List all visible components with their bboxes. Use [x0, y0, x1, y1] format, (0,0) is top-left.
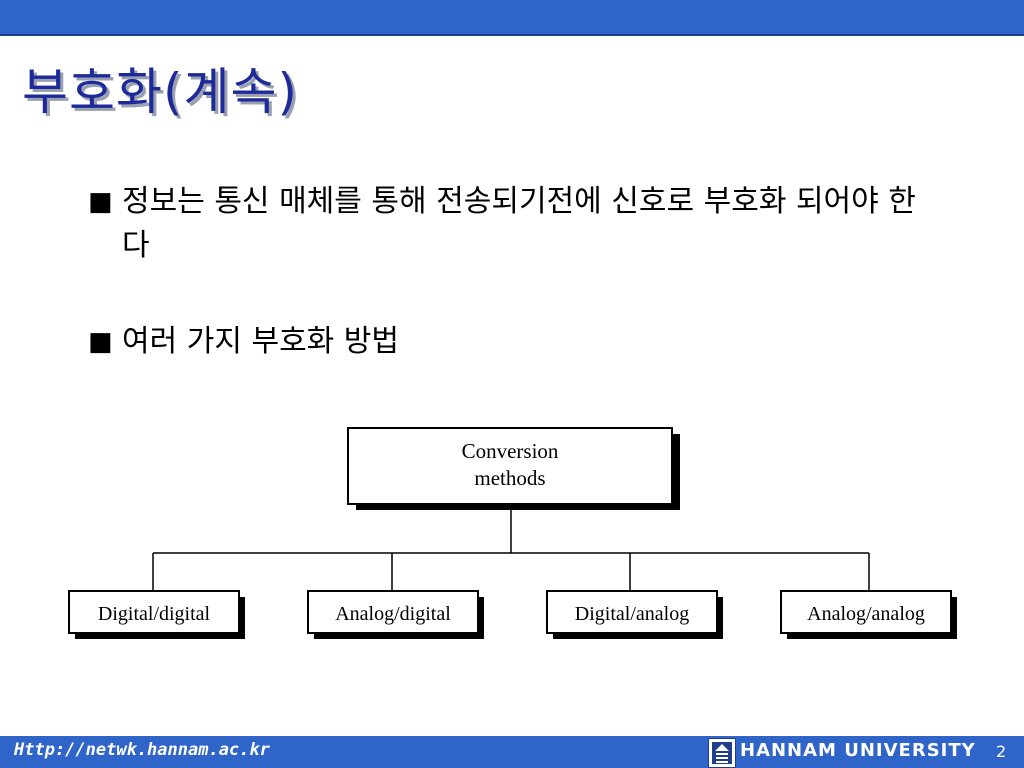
bullet-text: 정보는 통신 매체를 통해 전송되기전에 신호로 부호화 되어야 한다 — [122, 184, 916, 263]
child-node-label: Digital/analog — [575, 603, 689, 625]
slide-title: 부호화(계속) — [22, 63, 299, 121]
hannam-logo-icon — [708, 738, 736, 768]
root-node: Conversion methods — [347, 427, 680, 510]
page-number: 2 — [996, 742, 1007, 761]
child-node-box — [68, 590, 240, 634]
top-bar — [0, 0, 1024, 36]
child-node-box — [307, 590, 479, 634]
root-node-label-line2: methods — [474, 466, 545, 490]
hannam-logo-icon — [712, 742, 732, 764]
connector-lines — [152, 504, 870, 591]
child-node: Digital/analog — [546, 590, 723, 639]
child-node-label: Analog/digital — [335, 603, 451, 625]
child-node-box — [546, 590, 718, 634]
bullet-marker: ■ — [88, 327, 113, 357]
child-node-label: Analog/analog — [807, 603, 925, 625]
child-node: Analog/digital — [307, 590, 484, 639]
child-node-label: Digital/digital — [98, 603, 211, 625]
child-node-box — [780, 590, 952, 634]
university-name: HANNAM UNIVERSITY — [740, 740, 976, 761]
bullet-text: 여러 가지 부호화 방법 — [122, 324, 400, 359]
bullet-item: ■ 정보는 통신 매체를 통해 전송되기전에 신호로 부호화 되어야 한다 — [88, 180, 942, 268]
bullet-marker: ■ — [88, 187, 113, 217]
root-node-box — [347, 427, 673, 505]
child-node: Analog/analog — [780, 590, 957, 639]
child-node: Digital/digital — [68, 590, 245, 639]
root-node-label-line1: Conversion — [462, 439, 559, 463]
bullet-item: ■ 여러 가지 부호화 방법 — [88, 320, 942, 364]
footer-bar — [0, 736, 1024, 768]
footer-url-link[interactable]: Http://netwk.hannam.ac.kr — [14, 740, 270, 760]
